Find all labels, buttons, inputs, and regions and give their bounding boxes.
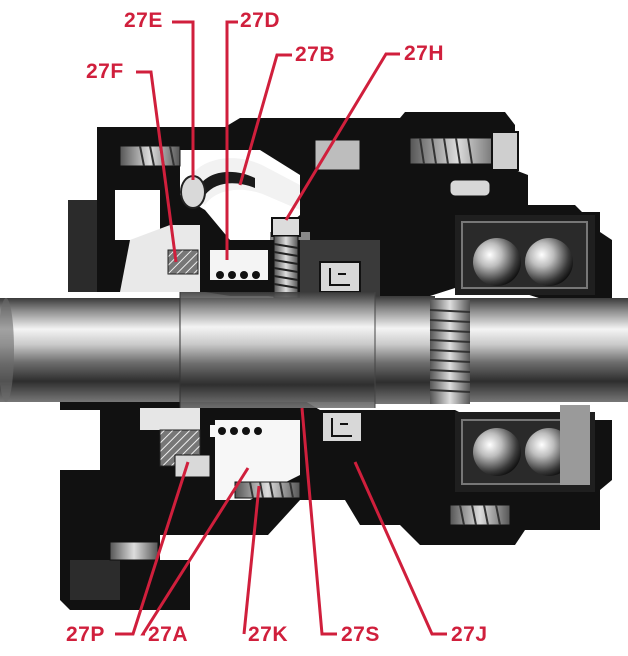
callout-27k: 27K: [248, 623, 289, 646]
callout-27j: 27J: [451, 623, 488, 646]
leader-27d: [225, 20, 238, 260]
leader-27a: [140, 467, 250, 636]
upper-housing: [68, 112, 612, 300]
callout-27e: 27E: [124, 9, 163, 32]
leader-27h: [284, 52, 400, 221]
leader-27b: [238, 53, 292, 186]
callout-27f: 27F: [86, 60, 124, 83]
leader-27k: [242, 485, 261, 635]
callout-27a: 27A: [148, 623, 189, 646]
leader-27e: [172, 20, 195, 180]
leader-27j: [353, 461, 447, 636]
lower-housing: [60, 398, 612, 610]
callout-27h: 27H: [404, 42, 445, 65]
spring-27h: [271, 217, 301, 299]
leader-27s: [300, 407, 337, 636]
callout-27d: 27D: [240, 9, 281, 32]
callout-27b: 27B: [295, 43, 336, 66]
leader-27p: [115, 461, 190, 636]
leader-27f: [136, 70, 178, 263]
leader-lines: [115, 20, 447, 636]
callout-27s: 27S: [341, 623, 380, 646]
shaft: [0, 292, 628, 408]
callout-27p: 27P: [66, 623, 105, 646]
